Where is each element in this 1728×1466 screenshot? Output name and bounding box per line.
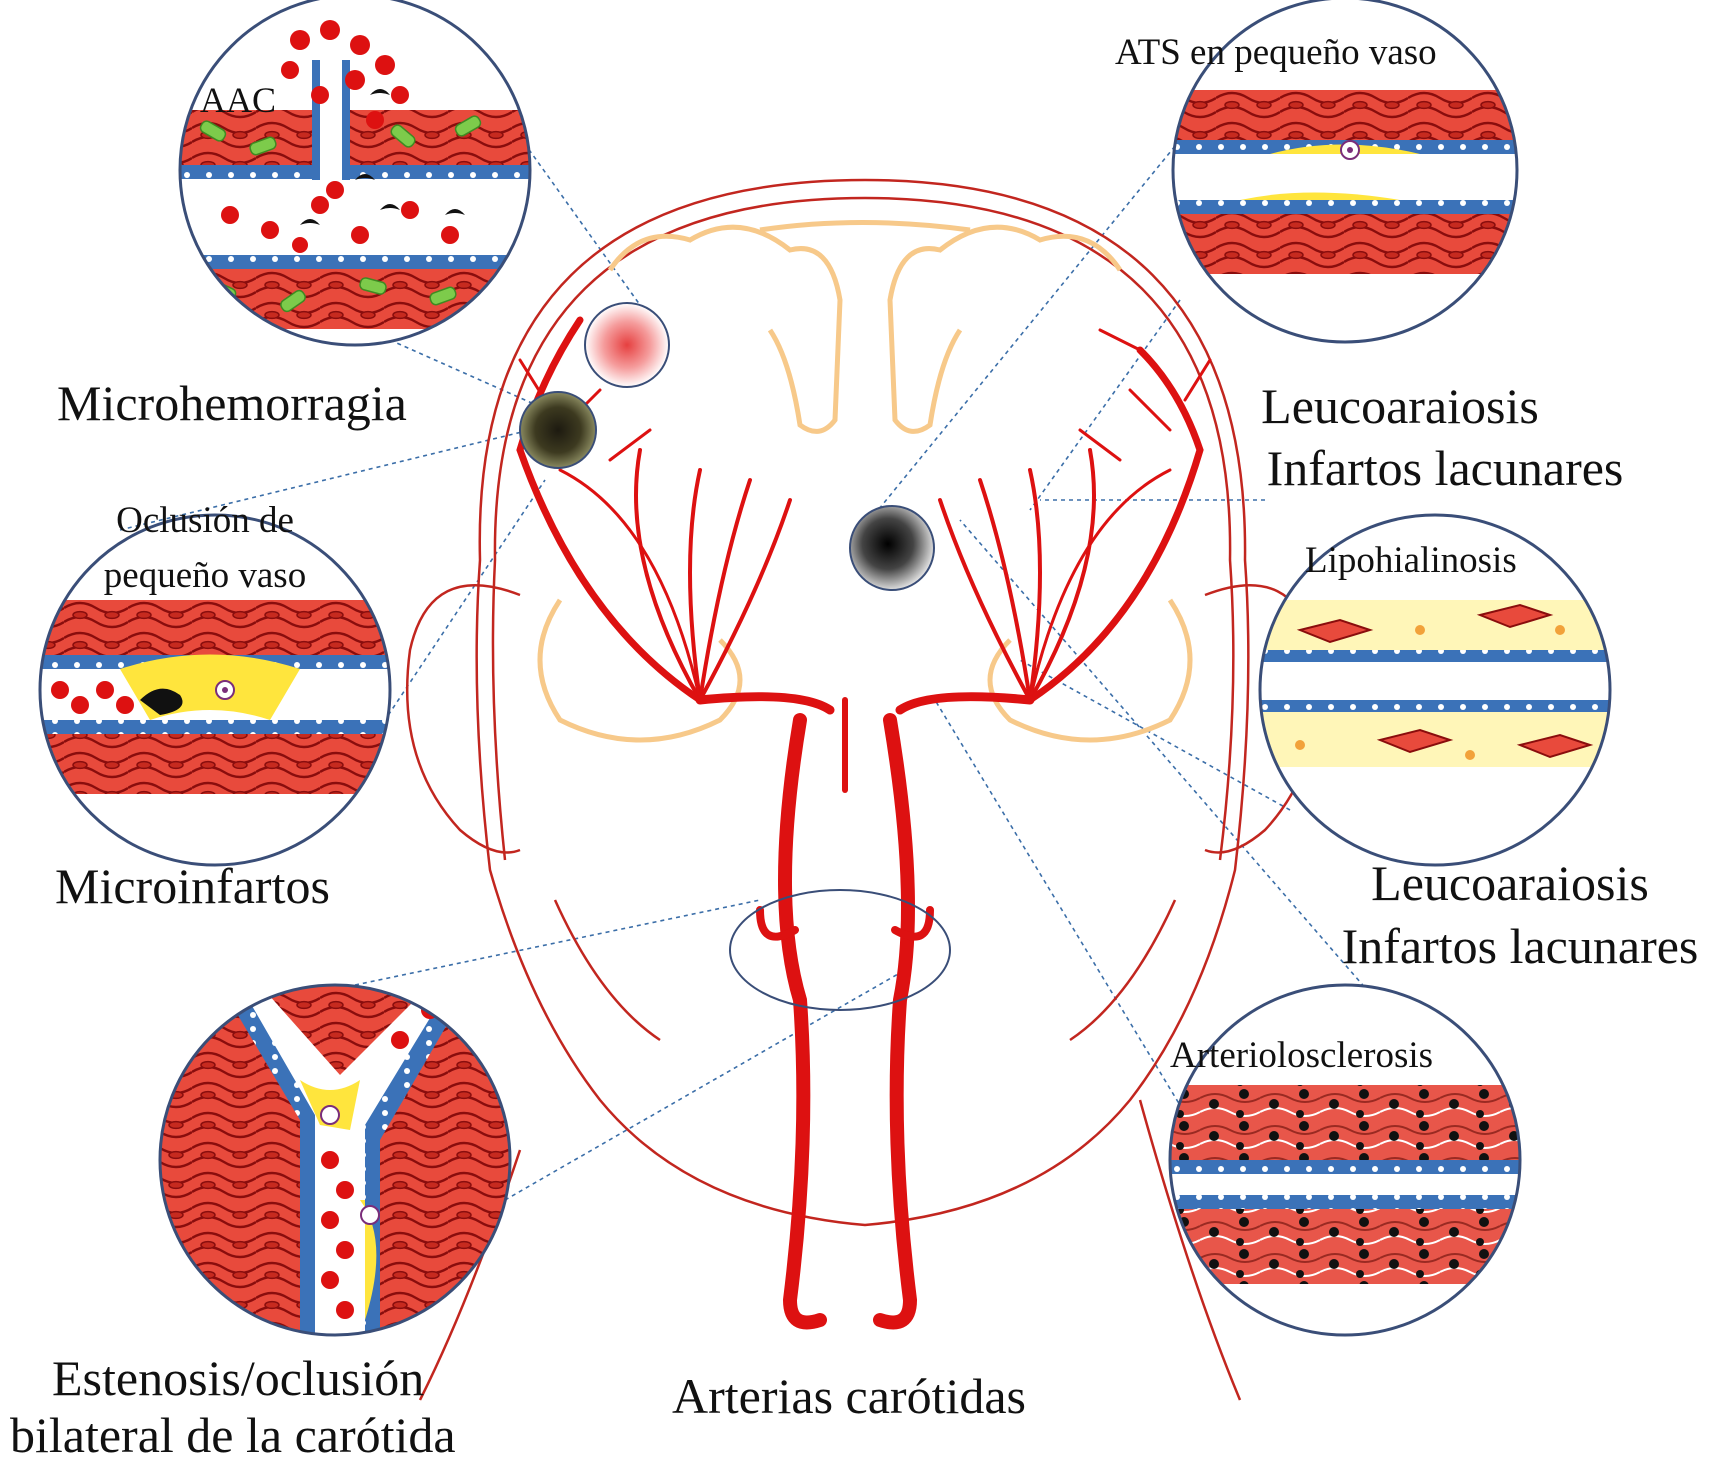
label-oclusion-line2: pequeño vaso [60, 555, 350, 598]
magnifier-aac [170, 0, 550, 345]
label-leuco-bottom-line2: Infartos lacunares [1320, 918, 1720, 976]
label-microinfartos: Microinfartos [55, 858, 330, 916]
microinfarct-marker [520, 392, 596, 468]
label-ats: ATS en pequeño vaso [1115, 32, 1437, 75]
label-leuco-top-line2: Infartos lacunares [1250, 440, 1640, 498]
lacune-marker [850, 506, 934, 590]
label-aac: AAC [200, 80, 276, 121]
label-arterias: Arterias carótidas [672, 1368, 1026, 1426]
label-leuco-top-line1: Leucoaraiosis [1250, 378, 1550, 436]
magnifier-estenosis [160, 985, 520, 1345]
head-outline-icon [420, 180, 1248, 1400]
label-leuco-bottom-line1: Leucoaraiosis [1360, 855, 1660, 913]
label-microhemorragia: Microhemorragia [57, 375, 407, 433]
label-arteriolosclerosis: Arteriolosclerosis [1170, 1035, 1433, 1078]
label-lipohialinosis: Lipohialinosis [1305, 540, 1517, 583]
lesion-markers [520, 303, 934, 590]
carotid-arteries-icon [700, 697, 1030, 1323]
carotid-bifurcation-marker [730, 890, 950, 1010]
label-estenosis-line1: Estenosis/oclusión [52, 1350, 424, 1408]
label-oclusion-line1: Oclusión de [60, 500, 350, 543]
microhemorrhage-marker [585, 303, 669, 387]
label-estenosis-line2: bilateral de la carótida [10, 1407, 456, 1465]
